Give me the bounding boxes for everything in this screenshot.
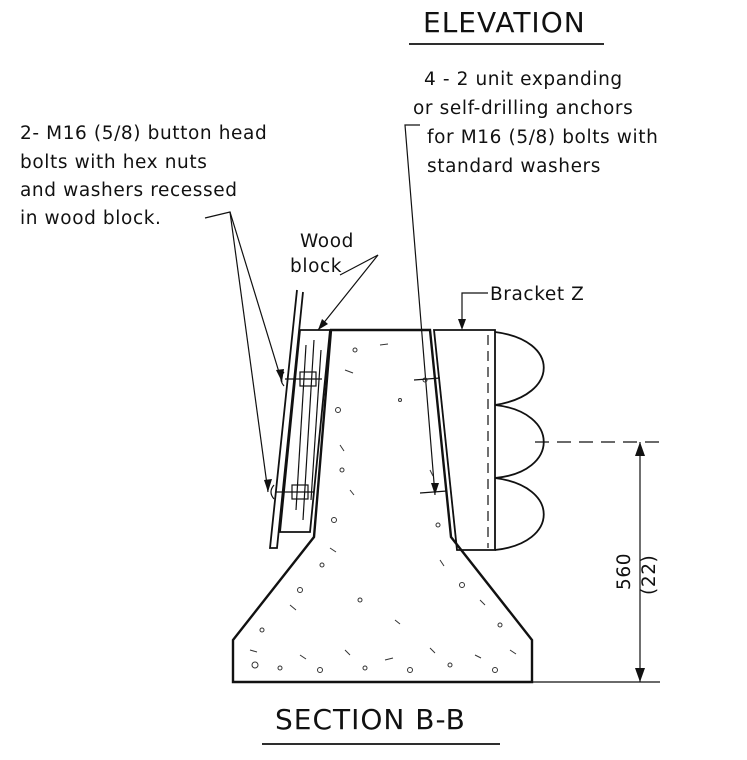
anchor-note-line-1: 4 - 2 unit expanding	[424, 69, 623, 90]
concrete-barrier	[231, 328, 534, 684]
anchor-note-line-2: or self-drilling anchors	[413, 98, 633, 119]
dimension-560: 560 (22)	[532, 441, 660, 683]
anchor-note: 4 - 2 unit expanding or self-drilling an…	[413, 69, 658, 177]
right-w-beam	[494, 331, 545, 551]
anchors	[413, 377, 448, 494]
bolt-lower	[270, 484, 314, 500]
dimension-imperial: (22)	[639, 555, 660, 595]
dimension-value: 560	[614, 553, 635, 590]
bolt-upper	[280, 371, 322, 387]
wood-block-label-line-2: block	[290, 256, 342, 277]
section-title: SECTION B-B	[275, 703, 466, 736]
elevation-title: ELEVATION	[423, 6, 586, 39]
bracket-label: Bracket Z	[490, 284, 584, 305]
bolt-note-line-3: and washers recessed	[20, 180, 238, 201]
wood-block-label-line-1: Wood	[300, 231, 354, 252]
bolt-note-line-1: 2- M16 (5/8) button head	[20, 123, 267, 144]
bolt-note: 2- M16 (5/8) button head bolts with hex …	[20, 123, 267, 229]
bolt-note-line-4: in wood block.	[20, 208, 162, 229]
anchor-note-line-4: standard washers	[427, 156, 601, 177]
bracket-z	[433, 329, 496, 551]
anchor-note-line-3: for M16 (5/8) bolts with	[427, 127, 658, 148]
bolt-note-line-2: bolts with hex nuts	[20, 152, 207, 173]
concrete-aggregate	[249, 343, 517, 673]
leader-lines	[204, 124, 488, 496]
left-w-beam	[269, 289, 304, 549]
wood-block	[270, 329, 331, 533]
